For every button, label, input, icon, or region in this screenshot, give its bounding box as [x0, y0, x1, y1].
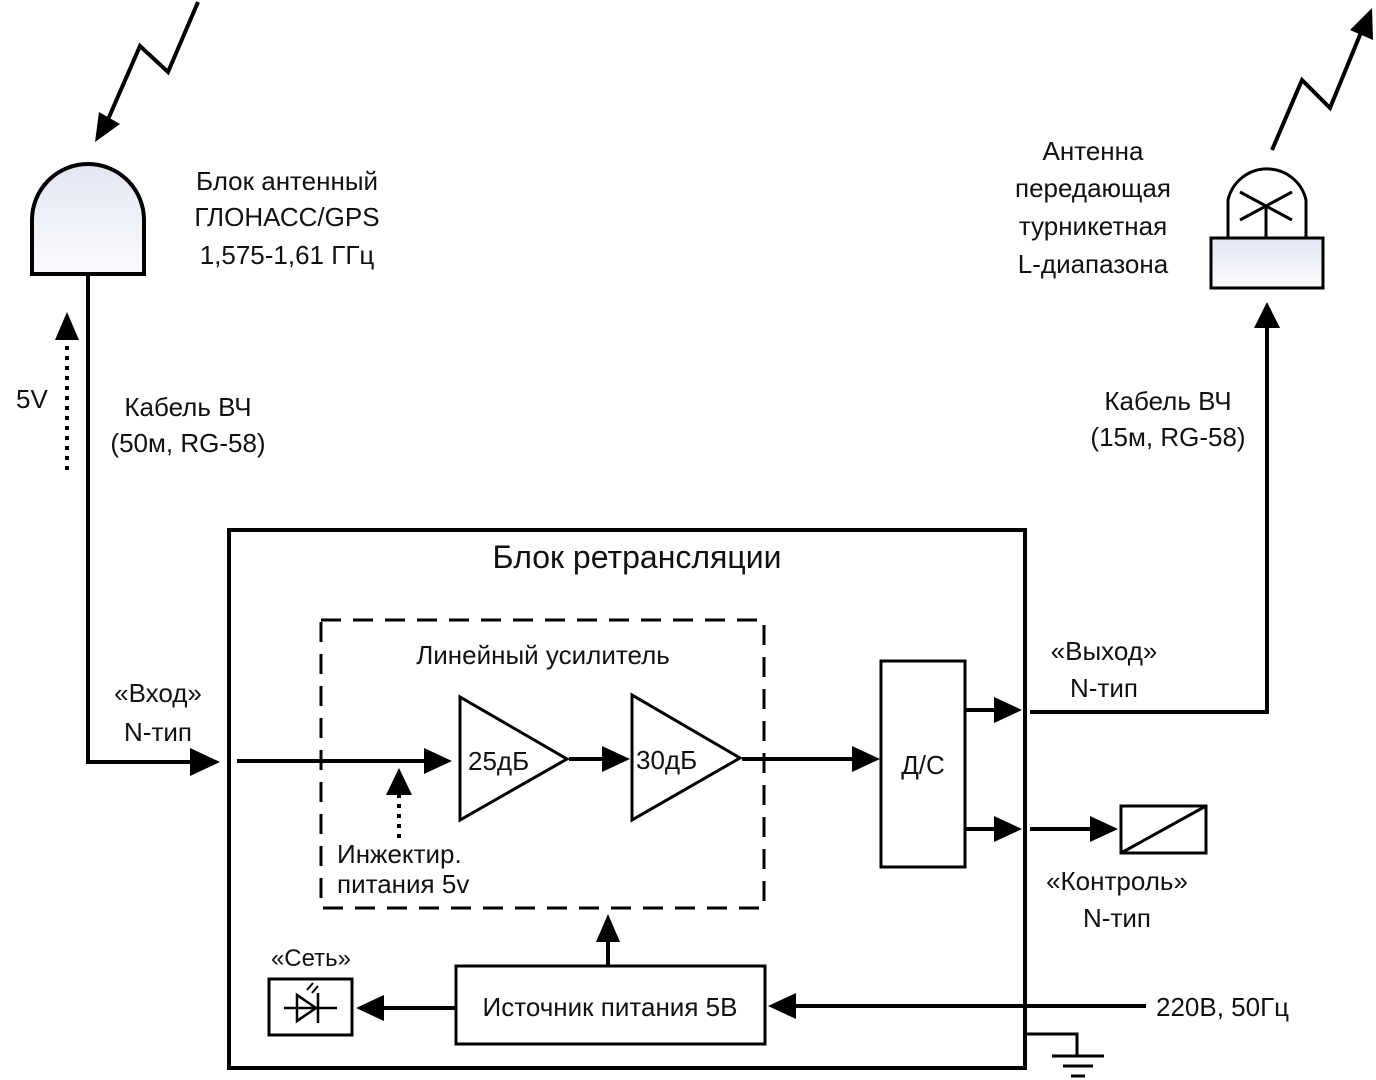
input-arrowhead: [190, 748, 220, 776]
output-cable-label-1: Кабель ВЧ: [1104, 386, 1231, 416]
input-cable-label-2: (50м, RG-58): [110, 428, 265, 458]
phantom-power-arrow: [55, 312, 79, 470]
input-cable-label-1: Кабель ВЧ: [124, 392, 251, 422]
input-cable-line: [86, 274, 200, 764]
output-cable-arrowhead: [1254, 302, 1280, 328]
control-load-icon: [1119, 804, 1208, 855]
network-led-icon: [267, 977, 354, 1037]
transmit-antenna-label-3: турникетная: [1019, 211, 1167, 241]
control-port-arrowhead: [994, 816, 1022, 842]
output-port-label-1: «Выход»: [1051, 636, 1158, 666]
amplifier-stage-1-gain: 25дБ: [468, 746, 529, 776]
input-port-label-2: N-тип: [124, 717, 192, 747]
output-port-arrowhead: [994, 697, 1022, 723]
receive-antenna-label-2: ГЛОНАСС/GPS: [194, 202, 379, 232]
line-amplifier-label: Линейный усилитель: [416, 640, 670, 670]
injector-label-2: питания 5v: [337, 869, 469, 899]
receive-antenna-label-3: 1,575-1,61 ГГц: [200, 240, 375, 270]
stage2-input-arrowhead: [602, 746, 630, 772]
control-port-label-1: «Контроль»: [1046, 866, 1188, 896]
control-load-arrowhead: [1090, 816, 1118, 842]
splitter-label: Д/С: [901, 750, 945, 780]
receive-antenna-label-1: Блок антенный: [196, 166, 378, 196]
ground-icon: [1025, 1032, 1104, 1078]
transmit-antenna-label-4: L-диапазона: [1018, 249, 1169, 279]
mains-label: 220В, 50Гц: [1156, 992, 1289, 1022]
power-supply-label: Источник питания 5В: [483, 992, 738, 1022]
line-amplifier-group: [319, 618, 766, 910]
stage1-input-arrowhead: [424, 748, 452, 774]
outgoing-signal-arrow: [1270, 8, 1373, 151]
injector-label-1: Инжектир.: [337, 839, 462, 869]
input-port-label-1: «Вход»: [114, 678, 202, 708]
amplifier-stage-2-gain: 30дБ: [636, 745, 697, 775]
power-injector-arrow: [386, 768, 412, 838]
power-supply-box: [454, 964, 767, 1046]
amplifier-stage-2: [630, 692, 743, 823]
output-cable-label-2: (15м, RG-58): [1090, 422, 1245, 452]
receive-antenna-icon: [30, 162, 146, 276]
repeater-unit-box: [227, 528, 1027, 1070]
supply-to-amp-arrowhead: [596, 914, 620, 942]
splitter-input-arrowhead: [852, 746, 880, 772]
splitter-box: [879, 659, 967, 869]
output-port-label-2: N-тип: [1070, 673, 1138, 703]
mains-arrowhead: [768, 993, 796, 1019]
transmit-antenna-label-1: Антенна: [1043, 136, 1144, 166]
incoming-signal-arrow: [95, 1, 200, 142]
control-port-label-2: N-тип: [1083, 903, 1151, 933]
amplifier-stage-1: [458, 694, 571, 823]
output-cable-line: [1030, 326, 1269, 714]
phantom-power-label: 5V: [16, 384, 48, 414]
repeater-unit-title: Блок ретрансляции: [493, 539, 782, 575]
transmit-antenna-label-2: передающая: [1015, 173, 1171, 203]
led-arrowhead: [356, 995, 384, 1021]
network-indicator-label: «Сеть»: [271, 945, 351, 972]
transmit-antenna-icon: [1209, 167, 1325, 290]
